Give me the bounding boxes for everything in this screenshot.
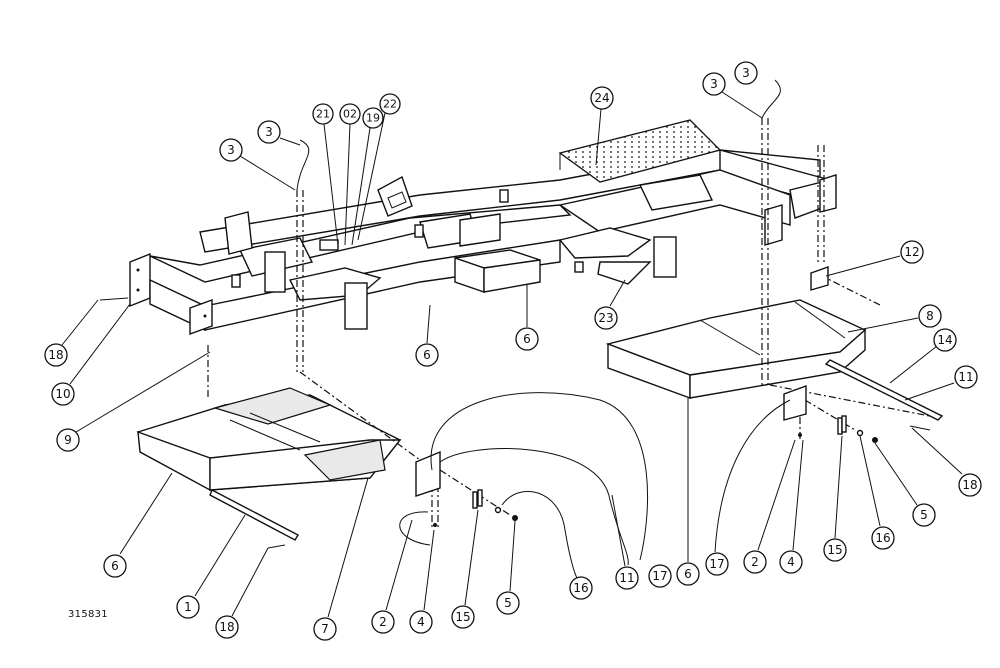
- callout-4-left: 4: [409, 529, 435, 634]
- svg-text:14: 14: [937, 333, 952, 347]
- svg-text:18: 18: [219, 620, 234, 634]
- svg-text:17: 17: [709, 557, 724, 571]
- svg-text:15: 15: [455, 610, 470, 624]
- svg-text:6: 6: [684, 567, 692, 581]
- svg-text:11: 11: [958, 370, 973, 384]
- callout-8: 8: [847, 304, 942, 333]
- svg-text:23: 23: [598, 311, 613, 325]
- callout-22: 22: [357, 93, 401, 241]
- callout-9: 9: [56, 351, 211, 452]
- callout-02: 02: [339, 103, 361, 246]
- svg-text:3: 3: [227, 143, 235, 157]
- callout-18-b: 18: [215, 547, 269, 639]
- callout-6-d: 6: [676, 398, 700, 586]
- svg-text:19: 19: [366, 112, 380, 125]
- svg-text:16: 16: [875, 531, 890, 545]
- svg-text:15: 15: [827, 543, 842, 557]
- callout-19: 19: [351, 107, 384, 246]
- svg-text:18: 18: [962, 478, 977, 492]
- svg-text:9: 9: [64, 433, 72, 447]
- hardware-and-leaders: [99, 79, 944, 581]
- callout-16-right: 16: [859, 435, 895, 550]
- svg-text:24: 24: [594, 91, 609, 105]
- callout-18-c: 18: [911, 427, 982, 497]
- svg-text:7: 7: [321, 622, 329, 636]
- svg-text:02: 02: [343, 108, 357, 121]
- callout-10: 10: [51, 303, 131, 406]
- svg-text:2: 2: [751, 555, 759, 569]
- callout-3-c: 3: [702, 72, 763, 119]
- svg-text:10: 10: [55, 387, 70, 401]
- callout-3-d: 3: [734, 61, 758, 85]
- callout-5-right: 5: [874, 442, 936, 527]
- svg-text:3: 3: [742, 66, 750, 80]
- callout-12: 12: [825, 240, 924, 277]
- callout-4-right: 4: [779, 439, 804, 574]
- left-floor-tray: [136, 387, 402, 492]
- right-floor-tray: [605, 299, 867, 400]
- callout-6-a: 6: [103, 472, 173, 578]
- callout-3-a: 3: [219, 138, 296, 191]
- callout-5-left: 5: [496, 520, 520, 615]
- svg-text:4: 4: [417, 615, 425, 629]
- callout-17-right: 17: [705, 399, 791, 576]
- callout-6-c: 6: [515, 285, 539, 351]
- svg-text:1: 1: [184, 600, 192, 614]
- callout-21: 21: [312, 103, 339, 246]
- svg-text:8: 8: [926, 309, 934, 323]
- callout-23: 23: [594, 279, 626, 330]
- svg-text:5: 5: [920, 508, 928, 522]
- callout-11-left: 11: [611, 494, 639, 590]
- svg-text:6: 6: [523, 332, 531, 346]
- svg-text:17: 17: [652, 569, 667, 583]
- svg-text:16: 16: [573, 581, 588, 595]
- svg-text:18: 18: [48, 348, 63, 362]
- svg-text:6: 6: [423, 348, 431, 362]
- svg-text:11: 11: [619, 571, 634, 585]
- svg-text:12: 12: [904, 245, 919, 259]
- callout-2-left: 2: [371, 519, 413, 634]
- callout-6-b: 6: [415, 304, 439, 367]
- drawing-reference-number: 315831: [68, 609, 108, 620]
- callout-2-right: 2: [743, 439, 796, 574]
- callout-18-a: 18: [44, 299, 99, 367]
- svg-text:6: 6: [111, 559, 119, 573]
- callout-15-right: 15: [823, 435, 847, 562]
- callout-24: 24: [590, 86, 614, 166]
- svg-text:4: 4: [787, 555, 795, 569]
- callout-14: 14: [889, 328, 957, 384]
- svg-text:21: 21: [316, 108, 330, 121]
- callout-17-left: 17: [648, 564, 672, 588]
- callout-16-left: 16: [569, 576, 593, 600]
- callout-15-left: 15: [451, 509, 479, 629]
- svg-text:22: 22: [383, 98, 397, 111]
- svg-text:2: 2: [379, 615, 387, 629]
- callout-7: 7: [313, 477, 369, 641]
- callout-11-right: 11: [904, 365, 978, 401]
- svg-text:5: 5: [504, 596, 512, 610]
- callout-1: 1: [176, 514, 246, 619]
- svg-text:3: 3: [710, 77, 718, 91]
- svg-text:3: 3: [265, 125, 273, 139]
- callout-3-b: 3: [257, 120, 301, 146]
